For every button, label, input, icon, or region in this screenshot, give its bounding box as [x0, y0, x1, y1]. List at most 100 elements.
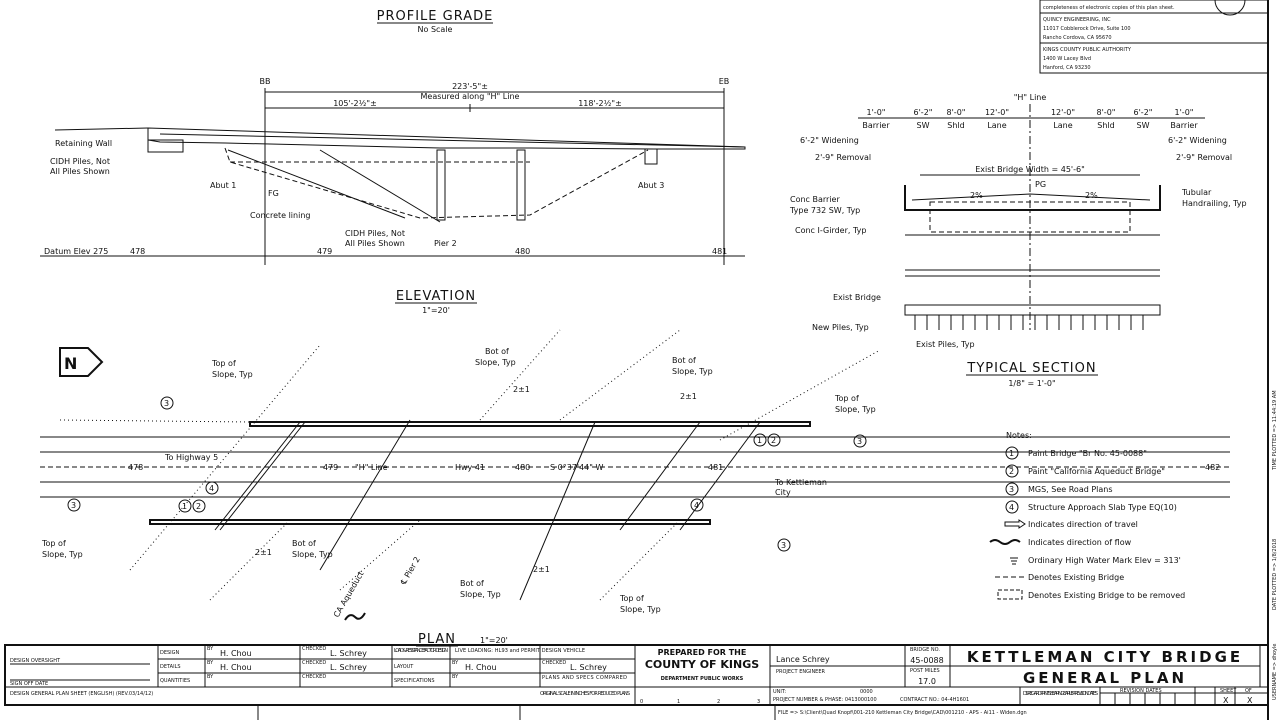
aqueduct-label: CA Aqueduct — [332, 570, 366, 619]
callout: 3 — [71, 501, 76, 510]
note-number: 3 — [1009, 485, 1014, 494]
dim: 6'-2" — [914, 108, 933, 117]
sheet-name: DESIGN GENERAL PLAN SHEET (ENGLISH) (REV… — [10, 691, 153, 697]
profile-title: PROFILE GRADE — [377, 9, 494, 24]
by-label: BY — [207, 646, 214, 652]
note-number: 2 — [1009, 467, 1014, 476]
ratio-label: 2±1 — [533, 565, 550, 574]
elevation-title: ELEVATION — [396, 289, 476, 304]
callout: 4 — [694, 501, 699, 510]
eb-label: EB — [719, 77, 730, 86]
slope-label: Bot of — [672, 356, 696, 365]
dim: 12'-0" — [1051, 108, 1075, 117]
checked-label: CHECKED — [302, 674, 326, 680]
slope-label: Slope, Typ — [475, 358, 516, 367]
by-label: BY — [452, 660, 459, 666]
abut3-label: Abut 3 — [638, 181, 664, 190]
bridge-no-label: BRIDGE NO. — [910, 647, 940, 653]
checker: L. Schrey — [330, 663, 367, 672]
station-label: 480 — [515, 247, 530, 256]
callouts: 3 1 2 3 4 4 3 1 2 3 — [67, 396, 867, 552]
slope-label: Top of — [211, 359, 236, 368]
exist-bridge-label: Exist Bridge — [833, 293, 881, 302]
slope-label: Slope, Typ — [212, 370, 253, 379]
plan-scale: 1"=20' — [480, 636, 508, 645]
scale-tick: 1 — [677, 699, 680, 705]
left-span: 105'-2½"± — [333, 99, 377, 108]
callout: 3 — [781, 541, 786, 550]
consultant-address: 11017 Cobblerock Drive, Suite 100 — [1043, 26, 1131, 32]
exist-piles-label: Exist Piles, Typ — [916, 340, 975, 349]
part: Lane — [1053, 121, 1072, 130]
station-label: 480 — [515, 463, 530, 472]
station-label: 478 — [130, 247, 145, 256]
slope-label: Top of — [834, 394, 859, 403]
typical-section: "H" Line 1'-0" 6'-2" 8'-0" 12'-0" 12'-0"… — [789, 93, 1247, 388]
date-plotted: DATE PLOTTED => 1/8/2018 — [1272, 539, 1278, 610]
abut1-label: Abut 1 — [210, 181, 236, 190]
project-engineer-role: PROJECT ENGINEER — [776, 669, 826, 675]
legend-text: Indicates direction of travel — [1028, 520, 1138, 529]
exist-width: Exist Bridge Width = 45'-6" — [975, 165, 1085, 174]
to-highway-label: To Highway 5 — [164, 453, 218, 462]
section-title: TYPICAL SECTION — [966, 361, 1096, 376]
consultant-name: QUINCY ENGINEERING, INC — [1043, 17, 1111, 23]
part: SW — [917, 121, 930, 130]
handrail-label-2: Handrailing, Typ — [1182, 199, 1247, 208]
department: DEPARTMENT PUBLIC WORKS — [661, 676, 744, 682]
design-oversight: DESIGN OVERSIGHT — [10, 658, 61, 664]
fg-label: FG — [268, 189, 279, 198]
measured-note: Measured along "H" Line — [421, 92, 520, 101]
contract-number: CONTRACT NO.: 04-4H1601 — [900, 697, 969, 703]
barrier-label-2: Type 732 SW, Typ — [789, 206, 860, 215]
slope-label: Slope, Typ — [460, 590, 501, 599]
callout: 3 — [857, 437, 862, 446]
north-arrow-icon: N — [59, 347, 104, 377]
side-plot-info: TIME PLOTTED => 11:44:19 AM DATE PLOTTED… — [1272, 390, 1278, 700]
ratio-label: 2±1 — [680, 392, 697, 401]
quantities-label: QUANTITIES — [160, 678, 190, 684]
unit-label: UNIT: — [773, 689, 786, 695]
part: Lane — [987, 121, 1006, 130]
time-plotted: TIME PLOTTED => 11:44:19 AM — [1272, 390, 1278, 471]
prepared-for: PREPARED FOR THE — [658, 648, 747, 657]
slope-label: Slope, Typ — [835, 405, 876, 414]
specs-label: SPECIFICATIONS — [394, 678, 435, 684]
callout: 3 — [164, 399, 169, 408]
water-mark-icon — [1010, 557, 1018, 565]
slope-label: Bot of — [292, 539, 316, 548]
dim: 8'-0" — [1097, 108, 1116, 117]
orig-scale: ORIGINAL SCALE IN INCHES FOR REDUCED PLA… — [540, 691, 630, 697]
plan-view: N To Highway 5 To Kettleman City "H" Lin… — [40, 329, 1230, 647]
by-label: BY — [452, 674, 459, 680]
sheet-label: SHEET — [1220, 688, 1237, 694]
ratio-label: 2±1 — [513, 385, 530, 394]
notes-title: Notes: — [1006, 431, 1032, 440]
slope-right: 2% — [1085, 191, 1098, 200]
legend-text: Denotes Existing Bridge — [1028, 573, 1124, 582]
by-label: BY — [207, 660, 214, 666]
removal-right: 2'-9" Removal — [1176, 153, 1232, 162]
station-label: 479 — [323, 463, 338, 472]
legend-text: Denotes Existing Bridge to be removed — [1028, 591, 1185, 600]
note-number: 4 — [1009, 503, 1014, 512]
pier2-label: Pier 2 — [434, 239, 457, 248]
plans-specs: PLANS AND SPECS COMPARED — [542, 675, 627, 681]
handrail-label: Tubular — [1181, 188, 1212, 197]
checked-label: CHECKED — [302, 660, 326, 666]
part: Barrier — [862, 121, 890, 130]
bearing-label: S 0°37'44" W — [550, 463, 603, 472]
slope-label: Bot of — [485, 347, 509, 356]
bb-label: BB — [260, 77, 271, 86]
callout: 1 — [757, 436, 762, 445]
datum-label: Datum Elev 275 — [44, 247, 108, 256]
slope-label: Slope, Typ — [42, 550, 83, 559]
layout-checker: L. Schrey — [570, 663, 607, 672]
note-number: 1 — [1009, 449, 1014, 458]
file-path: FILE => S:\Client\Quad Knopf\001-210 Ket… — [778, 710, 1027, 716]
username: USERNAME => dhoyle — [1272, 644, 1278, 700]
